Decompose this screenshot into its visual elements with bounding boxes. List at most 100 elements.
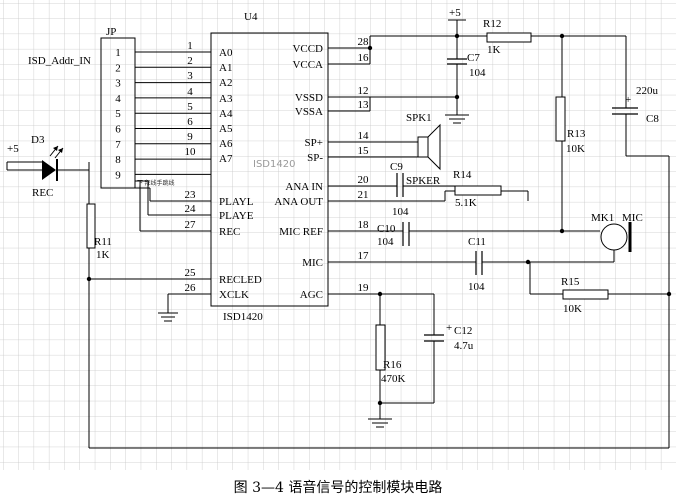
ic-left-pin-name: A7 [219,153,233,165]
speaker-spk1: SPK1 [406,112,441,171]
ic-left-pin-number: 10 [185,146,197,158]
r15-value: 10K [563,303,582,315]
r14-body [454,185,502,196]
wires [6,20,670,449]
r15-body [562,289,609,300]
r12-body [486,32,532,43]
connector-pin-number: 8 [115,154,121,166]
r12-ref: R12 [483,18,501,30]
ic-left-pin-name: XCLK [219,289,249,301]
r14-ref: R14 [453,169,472,181]
connector-net-label: ISD_Addr_IN [28,55,91,67]
ic-right-pin-number: 18 [358,219,370,231]
ground-bottom [368,418,392,428]
connector-note: 下 拜线手跳线 [137,179,175,187]
ic-right-pin-name: SP- [307,152,323,164]
ic-right-pin-number: 13 [358,99,370,111]
r15-ref: R15 [561,276,580,288]
c7-value: 104 [469,67,486,79]
r16-value: 470K [381,373,406,385]
ic-right-pin-number: 16 [358,52,370,64]
c12-ref: C12 [454,325,472,337]
led-d3: +5 D3 REC [7,134,64,199]
c8-value: 220u [636,85,659,97]
d3-value: REC [32,187,53,199]
ground-left [158,312,178,322]
led-d3-triangle [42,160,56,180]
ic-right-pin-number: 15 [358,145,370,157]
r14-value: 5.1K [455,197,477,209]
r13-body [555,96,566,142]
resistor-r11: R11 1K [86,203,112,261]
ic-right-pin-name: MIC [302,257,323,269]
ic-left-pins: 1A02A13A24A35A46A59A610A723PLAYL24PLAYE2… [185,40,262,301]
r13-ref: R13 [567,128,586,140]
ic-left-pin-number: 3 [187,70,193,82]
c12-value: 4.7u [454,340,474,352]
capacitor-c9 [396,173,404,197]
ic-left-pin-name: A5 [219,123,233,135]
resistor-r13: R13 10K [555,96,586,155]
connector-pin-number: 7 [115,139,121,151]
r16-body [375,324,386,371]
connector-pin-number: 3 [115,78,121,90]
connector-jp-ref: JP [106,26,116,38]
resistor-r14: R14 5.1K [453,169,502,209]
d3-ref: D3 [31,134,45,146]
mk1-type: MIC [622,212,643,224]
ic-left-pin-name: PLAYL [219,196,254,208]
ic-left-pin-number: 27 [185,219,197,231]
ic-left-pin-name: A0 [219,47,233,59]
connector-jp-pins: 1 2 3 4 5 6 7 8 9 [115,47,211,181]
mic-circle [600,223,628,251]
c9-ref: C9 [390,161,403,173]
capacitor-c8 [612,107,638,115]
ic-right-pin-number: 17 [358,250,370,262]
r11-value: 1K [96,249,110,261]
ic-left-pin-number: 2 [187,55,193,67]
r12-value: 1K [487,44,501,56]
ic-left-pin-number: 24 [185,203,197,215]
ic-left-pin-name: A6 [219,138,233,150]
c10-ref: C10 [377,223,396,235]
ic-left-pin-number: 9 [187,131,193,143]
ic-right-pin-number: 21 [358,189,369,201]
ic-right-pin-name: VCCD [292,43,323,55]
ic-right-pin-name: VSSD [295,92,323,104]
vcc-top-label: +5 [449,7,461,19]
ic-left-pin-number: 26 [185,282,197,294]
capacitor-c12 [424,334,444,342]
connector-pin-number: 1 [115,47,121,59]
led-d3-arrowhead-2 [58,148,63,153]
d3-supply-label: +5 [7,143,19,155]
ic-left-pin-name: RECLED [219,274,262,286]
led-d3-arrowhead-1 [53,146,58,151]
ic-u4-ref: U4 [244,11,258,23]
c8-polarity: + [625,94,631,106]
c9-value: 104 [392,206,409,218]
ic-u4-part: ISD1420 [223,311,263,323]
ic-right-pin-name: VCCA [292,59,323,71]
ic-left-pin-name: A1 [219,62,232,74]
ground-c7 [445,114,469,124]
ic-right-pin-number: 19 [358,282,370,294]
grid-background [0,0,676,470]
mk1-ref: MK1 [591,212,614,224]
ic-right-pin-number: 12 [358,85,369,97]
connector-pin-number: 9 [115,169,121,181]
ic-left-pin-number: 4 [187,86,193,98]
speaker-magnet [417,136,429,158]
ic-right-pin-number: 14 [358,130,370,142]
connector-pin-number: 2 [115,62,121,74]
r11-ref: R11 [94,236,112,248]
ic-right-pin-name: VSSA [295,106,323,118]
ic-right-pin-name: AGC [300,289,323,301]
ic-left-pin-name: REC [219,226,240,238]
r16-ref: R16 [383,359,402,371]
connector-pin-number: 6 [115,124,121,136]
ic-right-pin-name: ANA OUT [274,196,323,208]
connector-pin-number: 5 [115,108,121,120]
connector-jp: JP ISD_Addr_IN 1 2 3 4 5 6 7 8 9 下 拜线手跳线 [28,26,211,189]
speaker-cone [427,123,441,171]
ic-right-pin-number: 20 [358,174,370,186]
